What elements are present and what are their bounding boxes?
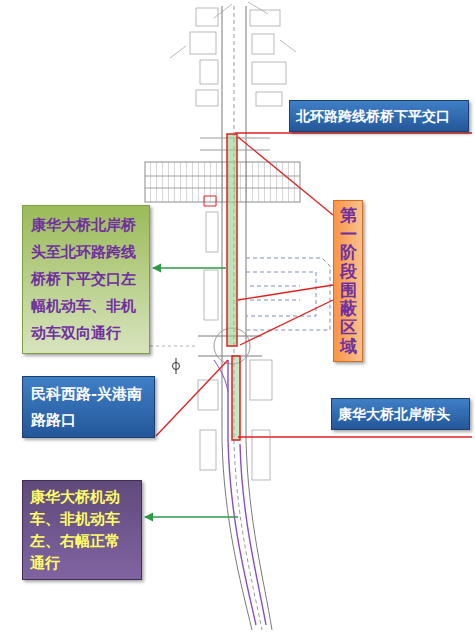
building-outlines-part [190,32,216,54]
lane-markings-part [240,444,266,625]
leader-lines-part [235,132,472,133]
building-outlines-part [252,34,274,54]
leader-lines-part [238,137,333,215]
callout-text: 第一阶段围蔽区域 [340,206,357,356]
traffic-callout: 康华大桥北岸桥头至北环路跨线桥桥下平交口左幅机动车、非机动车双向通行 [22,205,150,354]
enclosure-zone-part [204,196,216,206]
lane-markings-part [228,360,256,625]
enclosure-zone-part [227,134,237,346]
main-road-part [234,6,262,630]
building-outlines-part [252,62,286,84]
building-outlines-part [198,380,218,410]
dashed-lanes-part [246,272,316,316]
enclosure-zone [204,134,240,440]
main-road [150,6,272,630]
leader-lines-part [240,300,333,345]
building-outlines-part [204,270,218,320]
building-outlines-part [206,212,218,252]
callout-text: 北环路跨线桥桥下平交口 [296,106,462,126]
traffic-callout: 康华大桥机动车、非机动车左、右幅正常通行 [22,480,142,580]
callout-text: 康华大桥机动车、非机动车左、右幅正常通行 [30,486,134,574]
callout-text: 康华大桥北岸桥头 [338,404,463,424]
leader-lines-part [238,285,333,300]
leader-lines-part [145,516,238,517]
location-callout: 康华大桥北岸桥头 [331,398,470,430]
zone-callout: 第一阶段围蔽区域 [333,200,363,362]
dashed-lanes-part [246,258,330,330]
leader-lines-part [238,436,472,437]
dashed-lanes-part [250,286,300,300]
north-symbol-part [176,358,177,374]
location-callout: 民科西路-兴港南路路口 [22,376,155,438]
main-road-part [150,346,198,347]
building-outlines-part [196,90,218,106]
building-outlines-part [200,60,218,84]
callout-text: 康华大桥北岸桥头至北环路跨线桥桥下平交口左幅机动车、非机动车双向通行 [31,212,141,347]
leader-lines-part [153,267,226,268]
building-outlines-part [200,430,216,470]
building-outlines [170,2,296,480]
leader-lines-part [156,360,228,436]
lane-markings [214,360,266,625]
building-outlines-part [170,2,296,58]
main-road-part [246,6,272,630]
lane-markings-part [214,360,228,392]
dashed-lanes [246,258,330,330]
north-symbol [173,358,180,374]
building-outlines-part [250,360,272,400]
leader-lines [145,133,472,517]
enclosure-zone-part [232,356,240,440]
callout-text: 民科西路-兴港南路路口 [31,381,146,433]
location-callout: 北环路跨线桥桥下平交口 [289,100,469,132]
building-outlines-part [256,92,282,106]
